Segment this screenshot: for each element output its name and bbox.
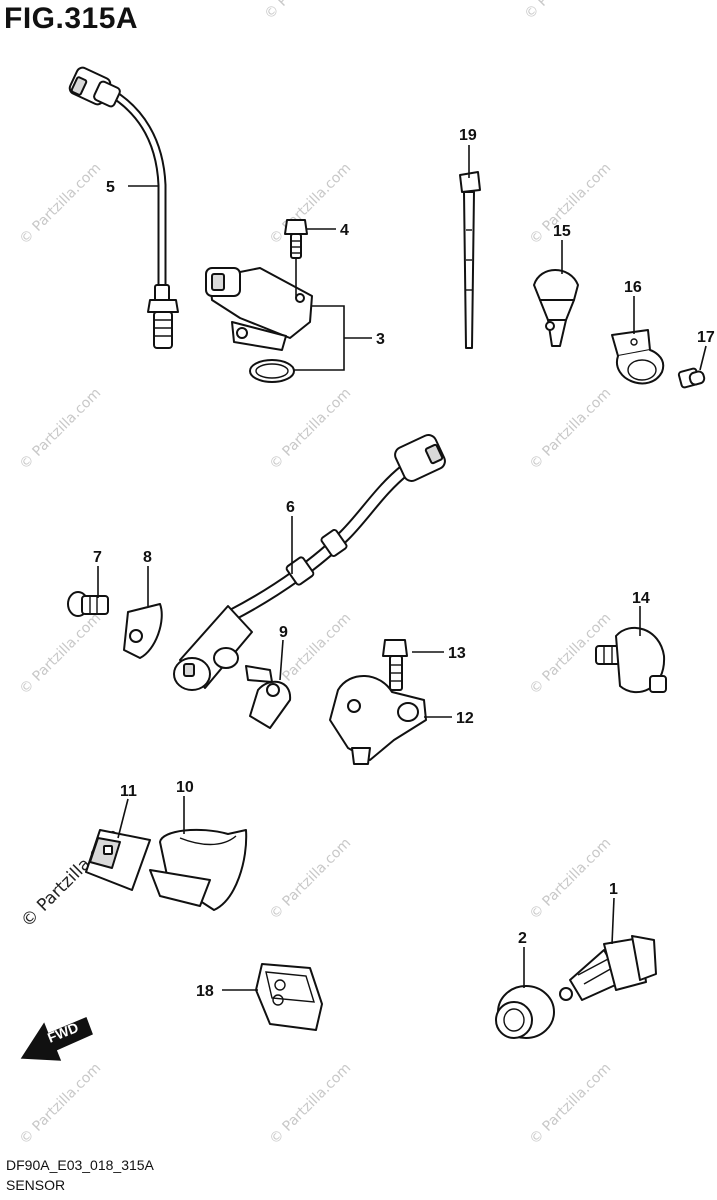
callout-16: 16 bbox=[624, 279, 642, 296]
watermark: © Partzilla.com bbox=[17, 160, 105, 248]
drawing-code: DF90A_E03_018_315A bbox=[6, 1157, 154, 1173]
callout-numbers: 5 4 3 19 15 16 17 6 7 8 9 13 12 14 11 10… bbox=[93, 127, 715, 1000]
watermark: © Partzilla.com bbox=[262, 0, 350, 23]
part-6-crank-sensor-harness bbox=[173, 434, 446, 691]
callout-4: 4 bbox=[340, 222, 349, 239]
part-4-bolt bbox=[284, 219, 308, 259]
watermark: © Partzilla.com bbox=[527, 835, 615, 923]
part-15-clip bbox=[533, 269, 579, 347]
part-10-rubber-holder bbox=[149, 828, 248, 911]
part-8-spacer bbox=[123, 603, 163, 659]
watermark: © Partzilla.com bbox=[17, 1060, 105, 1148]
part-2-grommet bbox=[495, 985, 555, 1039]
part-7-bolt bbox=[67, 591, 109, 617]
callout-7: 7 bbox=[93, 549, 102, 566]
drawing-name: SENSOR bbox=[6, 1177, 66, 1193]
callout-18: 18 bbox=[196, 983, 214, 1000]
callout-9: 9 bbox=[279, 624, 288, 641]
part-12-sensor bbox=[329, 675, 427, 765]
watermark: © Partzilla.com bbox=[267, 385, 355, 473]
part-14-knock-sensor bbox=[595, 626, 667, 694]
callout-15: 15 bbox=[553, 223, 571, 240]
leader-lines bbox=[97, 145, 707, 991]
callout-1: 1 bbox=[609, 881, 618, 898]
part-5-sensor-harness bbox=[68, 66, 179, 349]
part-9-plate bbox=[245, 665, 292, 729]
watermark: © Partzilla.com bbox=[267, 1060, 355, 1148]
watermark: © Partzilla.com bbox=[527, 1060, 615, 1148]
watermark: © Partzilla.com bbox=[17, 385, 105, 473]
watermark: © Partzilla.com bbox=[527, 385, 615, 473]
part-18-mount-pad bbox=[255, 963, 323, 1031]
callout-8: 8 bbox=[143, 549, 152, 566]
callout-2: 2 bbox=[518, 930, 527, 947]
watermark: © Partzilla.com bbox=[267, 835, 355, 923]
callout-14: 14 bbox=[632, 590, 650, 607]
part-17-screw bbox=[677, 367, 706, 389]
part-11-sensor-module bbox=[85, 829, 151, 891]
part-16-clamp bbox=[611, 329, 665, 385]
callout-17: 17 bbox=[697, 329, 715, 346]
callout-11: 11 bbox=[120, 783, 137, 800]
watermark: © Partzilla.com bbox=[522, 0, 610, 23]
part-13-bolt bbox=[382, 639, 408, 691]
figure-title: FIG.315A bbox=[4, 2, 139, 35]
callout-12: 12 bbox=[456, 710, 474, 727]
part-1-temperature-sensor bbox=[559, 935, 657, 1001]
callout-10: 10 bbox=[176, 779, 194, 796]
callout-13: 13 bbox=[448, 645, 466, 662]
part-19-cable-tie bbox=[459, 171, 481, 349]
part-3-map-sensor bbox=[205, 267, 313, 383]
fwd-direction-arrow: FWD bbox=[20, 1017, 93, 1061]
callout-19: 19 bbox=[459, 127, 477, 144]
callout-3: 3 bbox=[376, 331, 385, 348]
watermark: © Partzilla.com bbox=[17, 610, 105, 698]
callout-5: 5 bbox=[106, 179, 115, 196]
callout-6: 6 bbox=[286, 499, 295, 516]
